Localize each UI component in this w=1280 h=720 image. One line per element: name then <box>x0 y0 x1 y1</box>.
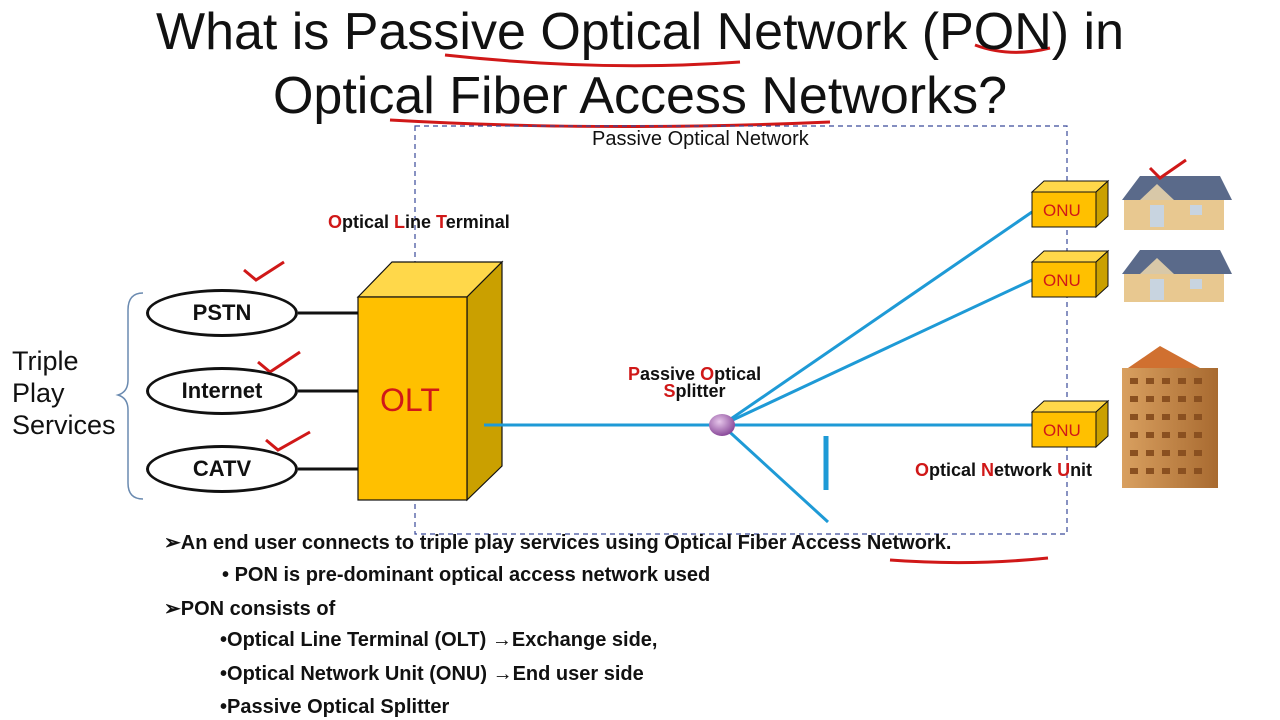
pon-dashed-box <box>414 125 1068 535</box>
olt-text: OLT <box>380 382 440 418</box>
bullet-subitem: •Optical Line Terminal (OLT) →Exchange s… <box>220 629 658 651</box>
splitter-label: Passive Optical Splitter <box>628 364 762 401</box>
page-title: What is Passive Optical Network (PON) in… <box>0 0 1280 128</box>
bullet-subitem: •Passive Optical Splitter <box>220 696 450 718</box>
annotation-underline <box>444 53 741 68</box>
house-icon <box>1122 176 1232 230</box>
annotation-check <box>1148 158 1187 180</box>
title-line-1: What is Passive Optical Network (PON) in <box>155 3 1125 61</box>
onu-box <box>1030 179 1110 229</box>
splitter-node <box>709 414 735 436</box>
onu-text: ONU <box>1043 421 1081 440</box>
olt-label: Optical Line Terminal <box>328 212 510 232</box>
triple-play-label: Triple Play Services <box>12 346 116 440</box>
bullet-subitem: •Optical Network Unit (ONU) →End user si… <box>220 663 644 685</box>
annotation-check <box>243 260 285 282</box>
title-line-2: Optical Fiber Access Networks? <box>272 67 1008 125</box>
office-building-icon <box>1122 346 1218 488</box>
onu-text: ONU <box>1043 201 1081 220</box>
service-catv: CATV <box>146 445 298 493</box>
bullet-item: ➢An end user connects to triple play ser… <box>164 532 952 554</box>
onu-box <box>1030 249 1110 299</box>
onu-box <box>1030 399 1110 449</box>
pon-box-label: Passive Optical Network <box>592 128 809 150</box>
annotation-underline <box>974 43 1051 54</box>
onu-text: ONU <box>1043 271 1081 290</box>
brace <box>115 292 144 500</box>
bullet-item: ➢PON consists of <box>164 598 336 620</box>
bullet-subitem: • PON is pre-dominant optical access net… <box>222 564 711 586</box>
annotation-underline <box>889 556 1049 565</box>
onu-label: Optical Network Unit <box>915 460 1093 480</box>
fiber-drop <box>721 278 1033 427</box>
service-pstn: PSTN <box>146 289 298 337</box>
annotation-check <box>257 350 301 374</box>
annotation-check <box>265 430 311 452</box>
service-internet: Internet <box>146 367 298 415</box>
olt-box <box>356 260 504 502</box>
house-icon <box>1122 250 1232 302</box>
fiber-drop <box>721 210 1033 427</box>
fiber-drop <box>720 423 830 524</box>
